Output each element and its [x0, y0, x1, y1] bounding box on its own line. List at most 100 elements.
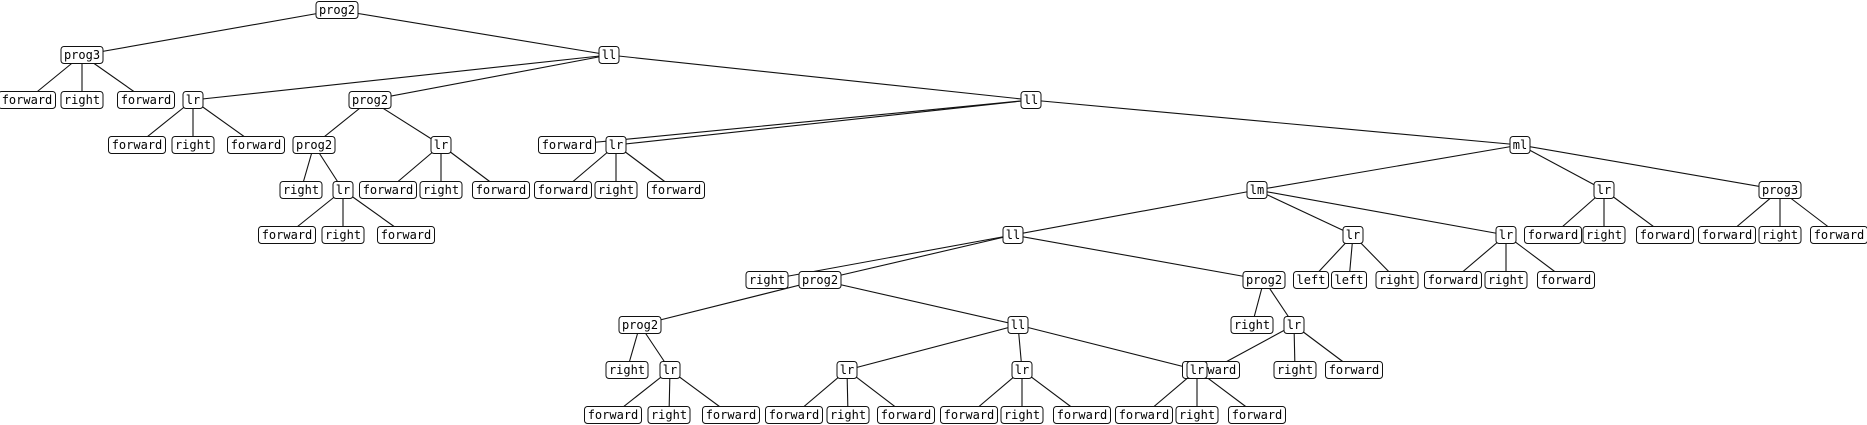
tree-edge — [336, 9, 610, 56]
tree-node-right: right — [419, 181, 463, 199]
tree-node-right: right — [594, 181, 638, 199]
tree-edge — [1017, 324, 1198, 371]
tree-node-label: forward — [1057, 408, 1108, 422]
tree-edge — [1519, 144, 1605, 191]
tree-node-label: lr — [840, 363, 854, 377]
tree-node-right: right — [171, 136, 215, 154]
tree-node-box — [1593, 181, 1615, 199]
tree-node-label: forward — [363, 183, 414, 197]
tree-node-label: right — [598, 183, 634, 197]
tree-node-label: ll — [1011, 318, 1025, 332]
tree-node-lr: lr — [1342, 226, 1364, 244]
tree-node-ll: ll — [1007, 316, 1029, 334]
tree-node-forward: forward — [584, 406, 642, 424]
tree-edge — [566, 99, 1032, 146]
tree-node-box — [1325, 361, 1383, 379]
tree-node-right: right — [1273, 361, 1317, 379]
tree-node-label: forward — [1814, 228, 1865, 242]
tree-node-label: ll — [602, 48, 616, 62]
tree-node-label: right — [1234, 318, 1270, 332]
tree-node-label: ll — [1024, 93, 1038, 107]
tree-edge — [615, 99, 1032, 146]
tree-node-label: right — [175, 138, 211, 152]
tree-edge — [369, 54, 610, 101]
tree-node-forward: forward — [472, 181, 530, 199]
tree-node-forward: forward — [702, 406, 760, 424]
tree-node-box — [594, 181, 638, 199]
tree-node-label: forward — [1640, 228, 1691, 242]
tree-node-label: forward — [1329, 363, 1380, 377]
tree-node-label: right — [1379, 273, 1415, 287]
tree-node-label: prog2 — [622, 318, 658, 332]
tree-node-label: right — [651, 408, 687, 422]
tree-node-label: forward — [1232, 408, 1283, 422]
tree-node-prog2: prog2 — [348, 91, 392, 109]
tree-node-right: right — [647, 406, 691, 424]
tree-node-box — [419, 181, 463, 199]
tree-node-label: right — [1277, 363, 1313, 377]
tree-node-right: right — [1000, 406, 1044, 424]
tree-edge — [608, 54, 1032, 101]
tree-node-box — [258, 226, 316, 244]
tree-node-label: forward — [476, 183, 527, 197]
tree-node-box — [836, 361, 858, 379]
tree-node-right: right — [1230, 316, 1274, 334]
tree-node-forward: forward — [1053, 406, 1111, 424]
tree-node-label: forward — [112, 138, 163, 152]
tree-node-label: right — [64, 93, 100, 107]
tree-edge — [1030, 99, 1521, 146]
tree-node-lr: lr — [1011, 361, 1033, 379]
tree-node-label: lr — [1015, 363, 1029, 377]
tree-node-label: forward — [881, 408, 932, 422]
tree-node-box — [940, 406, 998, 424]
tree-node-label: left — [1297, 273, 1326, 287]
tree-node-box — [1002, 226, 1024, 244]
tree-node-box — [60, 46, 104, 64]
tree-node-label: prog2 — [802, 273, 838, 287]
tree-node-box — [1007, 316, 1029, 334]
tree-node-box — [1342, 226, 1364, 244]
tree-node-box — [1000, 406, 1044, 424]
tree-node-label: right — [423, 183, 459, 197]
tree-node-box — [1424, 271, 1482, 289]
tree-node-right: right — [60, 91, 104, 109]
tree-node-prog2: prog2 — [1242, 271, 1286, 289]
tree-edge — [1256, 189, 1507, 236]
tree-node-box — [1273, 361, 1317, 379]
tree-node-right: right — [321, 226, 365, 244]
tree-node-forward: forward — [377, 226, 435, 244]
tree-node-right: right — [1175, 406, 1219, 424]
tree-node-right: right — [826, 406, 870, 424]
tree-node-forward: forward — [258, 226, 316, 244]
tree-node-right: right — [1484, 271, 1528, 289]
tree-node-box — [1246, 181, 1268, 199]
tree-node-forward: forward — [1424, 271, 1482, 289]
tree-node-right: right — [605, 361, 649, 379]
tree-node-right: right — [745, 271, 789, 289]
tree-node-forward: forward — [1698, 226, 1756, 244]
tree-node-label: ml — [1513, 138, 1527, 152]
tree-node-forward: forward — [765, 406, 823, 424]
tree-node-label: right — [1004, 408, 1040, 422]
tree-node-label: right — [1179, 408, 1215, 422]
tree-node-forward: forward — [1325, 361, 1383, 379]
tree-node-label: lr — [1190, 363, 1204, 377]
tree-node-ll: ll — [1002, 226, 1024, 244]
tree-node-label: lm — [1250, 183, 1264, 197]
tree-edge — [639, 279, 821, 326]
tree-node-forward: forward — [1228, 406, 1286, 424]
tree-node-box — [1636, 226, 1694, 244]
tree-node-box — [1053, 406, 1111, 424]
tree-node-box — [702, 406, 760, 424]
tree-node-label: forward — [1428, 273, 1479, 287]
tree-node-label: prog2 — [319, 3, 355, 17]
tree-node-forward: forward — [647, 181, 705, 199]
tree-node-lr: lr — [182, 91, 204, 109]
tree-edge — [192, 54, 610, 101]
tree-node-label: lr — [1287, 318, 1301, 332]
tree-node-box — [60, 91, 104, 109]
tree-node-label: forward — [262, 228, 313, 242]
tree-node-box — [647, 181, 705, 199]
